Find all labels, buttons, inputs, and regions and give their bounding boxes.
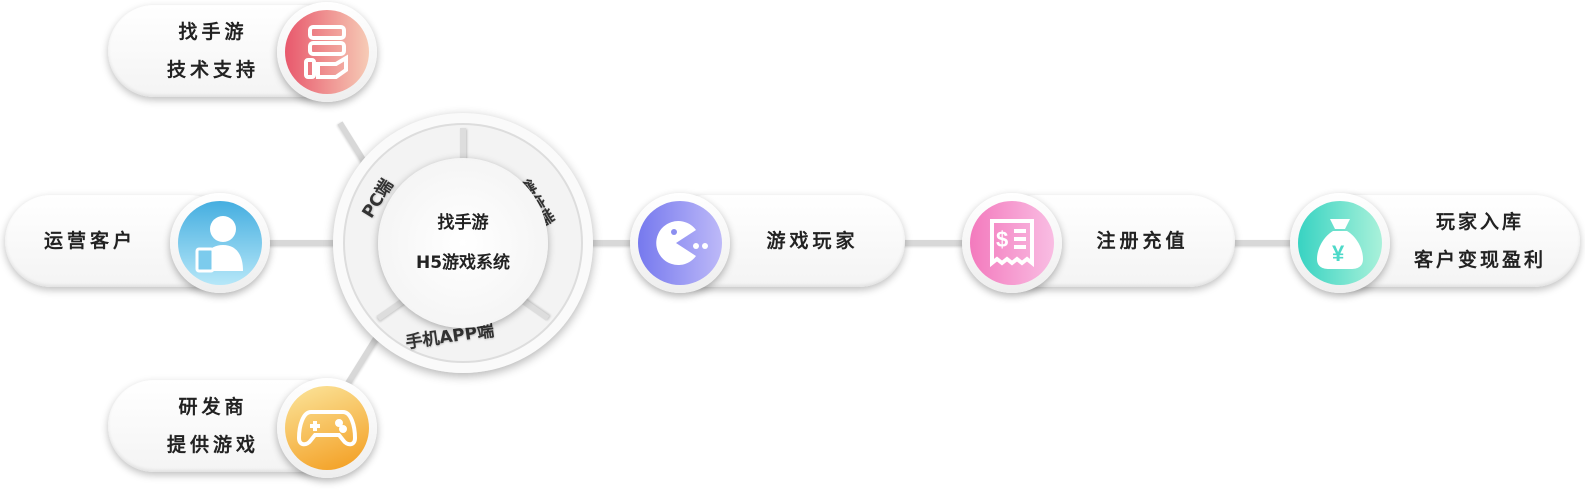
operator-badge — [170, 193, 270, 293]
user-icon — [178, 201, 262, 285]
developer-badge — [277, 378, 377, 478]
node-label: 注册充值 — [1096, 230, 1189, 252]
node-label: 找手游 — [178, 21, 248, 43]
hub-title: 找手游 — [437, 213, 489, 233]
hub-center: 找手游 H5游戏系统 — [378, 158, 548, 328]
hub-subtitle: H5游戏系统 — [415, 253, 511, 273]
node-label: 玩家入库 — [1435, 211, 1524, 233]
segment-divider — [460, 128, 466, 164]
svg-text:$: $ — [996, 227, 1008, 252]
pacman-icon — [638, 201, 722, 285]
svg-text:¥: ¥ — [1332, 241, 1345, 266]
node-label: 游戏玩家 — [766, 230, 859, 252]
node-label: 技术支持 — [166, 59, 259, 81]
node-label: 客户变现盈利 — [1413, 249, 1546, 271]
recharge-badge: $ — [962, 193, 1062, 293]
node-label: 研发商 — [178, 396, 248, 418]
receipt-dollar-icon: $ — [970, 201, 1054, 285]
server-hand-icon — [285, 10, 369, 94]
gamepad-icon — [285, 386, 369, 470]
connector — [342, 335, 380, 390]
connector — [260, 240, 340, 246]
connector — [900, 240, 990, 246]
node-label: 提供游戏 — [166, 434, 259, 456]
money-bag-icon: ¥ — [1298, 201, 1382, 285]
node-label: 运营客户 — [43, 230, 136, 252]
monetize-badge: ¥ — [1290, 193, 1390, 293]
connector — [1230, 240, 1310, 246]
player-badge — [630, 193, 730, 293]
support-badge — [277, 2, 377, 102]
connector — [590, 240, 640, 246]
